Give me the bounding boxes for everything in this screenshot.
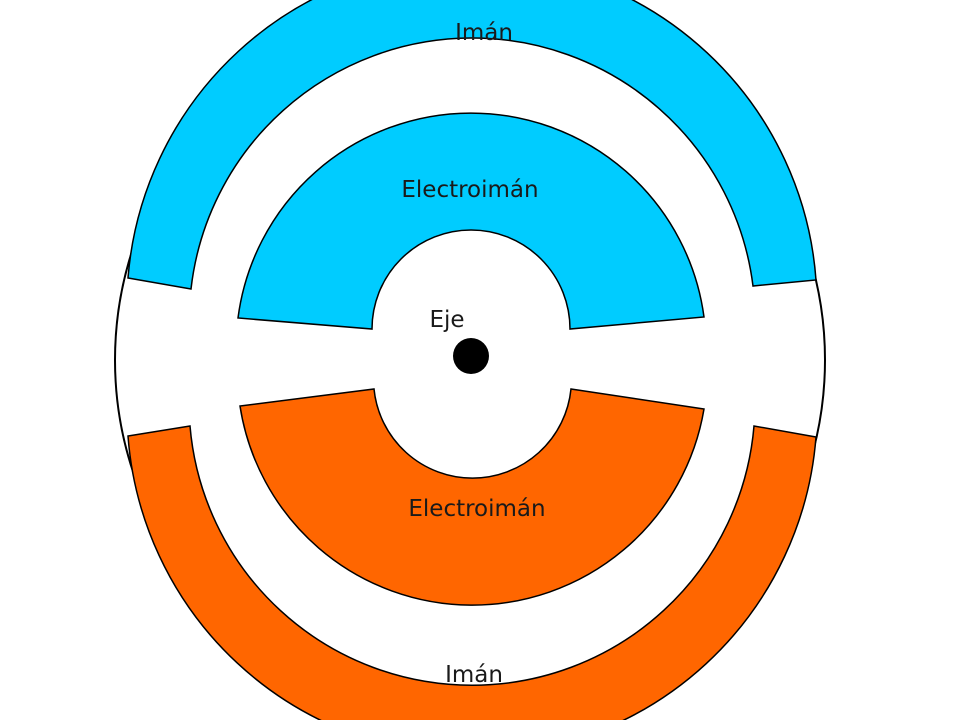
top-magnet-label: Imán [455,20,513,46]
bottom-electromagnet-shape [239,388,705,606]
top-magnet-shape [127,0,817,290]
axis-dot [453,338,489,374]
axis-label: Eje [429,307,464,333]
bottom-magnet-label: Imán [445,662,503,688]
top-electromagnet-shape [237,112,705,330]
bottom-electromagnet-label: Electroimán [408,496,545,522]
top-electromagnet-label: Electroimán [401,177,538,203]
bottom-magnet-shape [127,425,817,720]
